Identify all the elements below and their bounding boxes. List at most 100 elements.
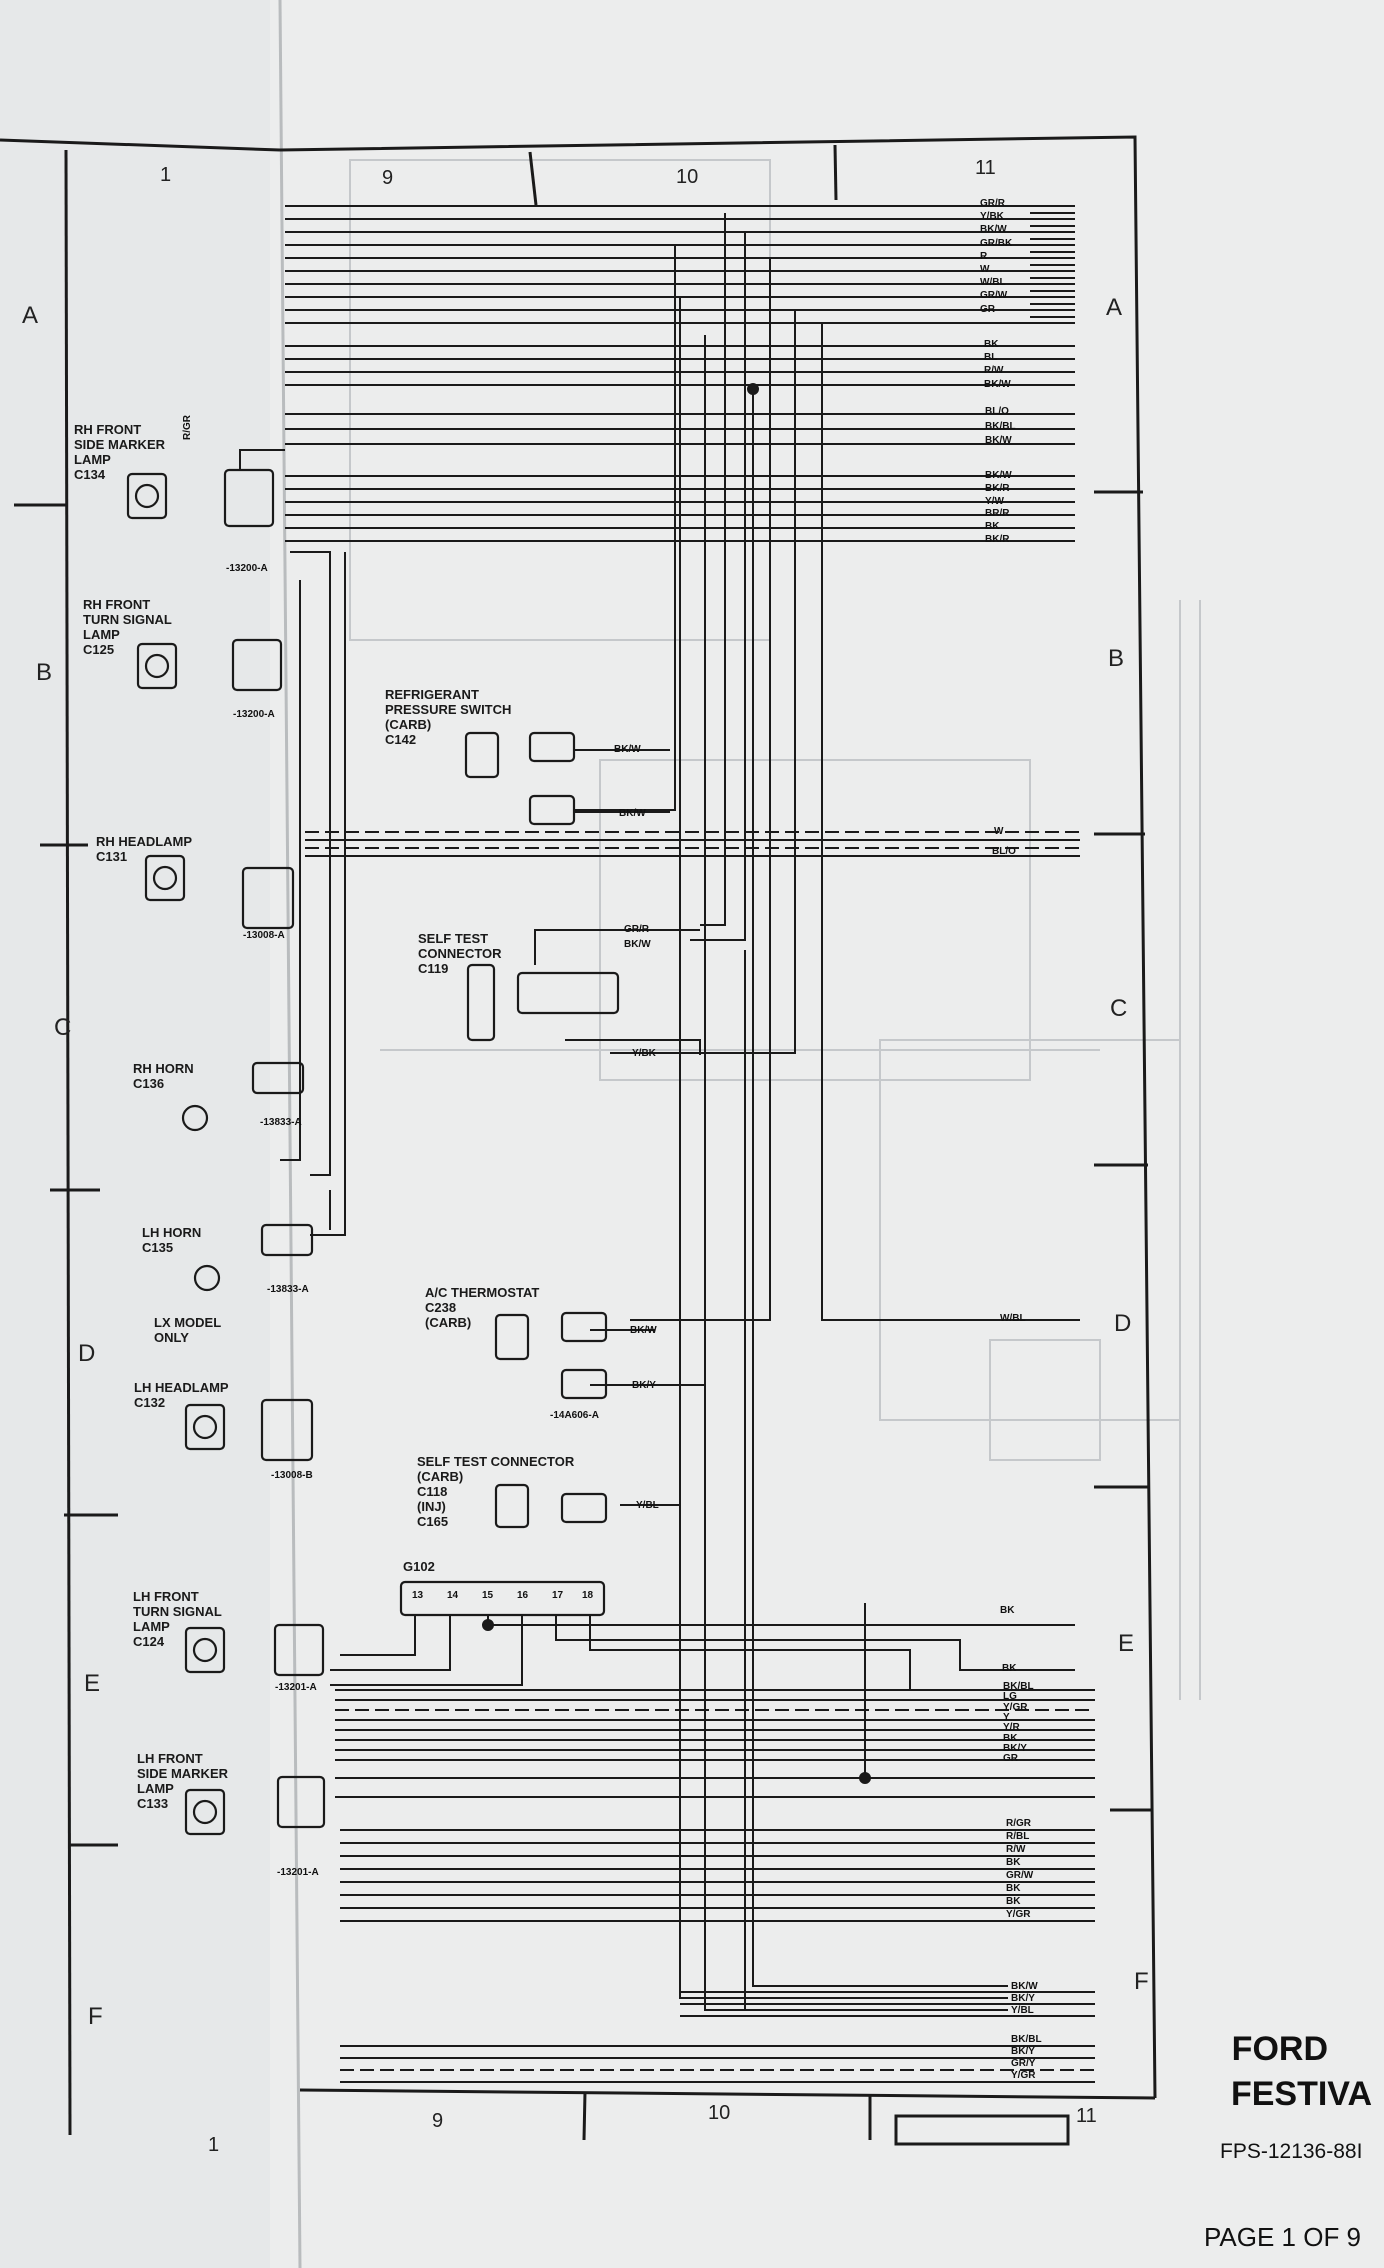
- wire-label: BK: [1003, 1732, 1018, 1744]
- wire: [590, 1384, 706, 1998]
- wire: [690, 232, 746, 941]
- wire-label: W: [980, 264, 990, 275]
- row-left-d: D: [78, 1340, 96, 1367]
- g102-pin: 13: [411, 1590, 424, 1601]
- wire-label: BL: [984, 352, 998, 364]
- col-bottom-9: 9: [432, 2110, 444, 2132]
- wire-label: Y/GR: [1006, 1909, 1031, 1920]
- lh-front-side-marker-label: LH FRONT SIDE MARKER LAMP C133: [137, 1751, 229, 1811]
- lh-headlamp-label: LH HEADLAMP C132: [134, 1380, 229, 1410]
- horn-icon: [181, 1104, 209, 1132]
- lh-horn-label: LH HORN C135: [142, 1225, 202, 1255]
- wire-label: BK/W: [1011, 1981, 1038, 1992]
- wire-label: BK/Y: [1011, 2046, 1035, 2057]
- row-right-b: B: [1108, 645, 1125, 672]
- wire-label: W/BL: [1000, 1313, 1026, 1324]
- row-left-e: E: [84, 1670, 101, 1697]
- connector-icon: [276, 1775, 326, 1829]
- wire: [330, 1615, 451, 1671]
- wire-label: BK/BL: [1003, 1681, 1034, 1692]
- wire: [630, 258, 771, 1321]
- wire-label: BK: [1006, 1896, 1021, 1907]
- part-number: -13200-A: [233, 709, 275, 720]
- rh-front-turn-signal-label: RH FRONT TURN SIGNAL LAMP C125: [83, 597, 172, 657]
- wire-label: R/GR: [182, 415, 193, 440]
- row-right-a: A: [1106, 294, 1123, 321]
- wire-label: BK/W: [619, 808, 646, 819]
- connector-icon: [241, 866, 295, 930]
- wire-label: BK/W: [624, 939, 651, 950]
- connector-icon: [260, 1398, 314, 1462]
- wire-label: BK: [984, 339, 999, 350]
- ground-block-icon: [399, 1580, 606, 1617]
- col-top-9: 9: [382, 167, 394, 189]
- part-number: -14A606-A: [550, 1410, 599, 1421]
- col-top-1: 1: [160, 164, 172, 186]
- thermostat-icon: [494, 1313, 530, 1361]
- row-right-f: F: [1134, 1968, 1149, 1995]
- part-number: -13833-A: [260, 1117, 302, 1128]
- lamp-icon: [184, 1403, 226, 1451]
- row-left-c: C: [54, 1014, 72, 1041]
- connector-icon: [260, 1223, 314, 1257]
- self-test-connector-c119-label: SELF TEST CONNECTOR C119: [418, 931, 502, 976]
- wire-label: BK/BL: [1011, 2034, 1042, 2045]
- row-right-c: C: [1110, 995, 1128, 1022]
- wire-label: BK: [1006, 1883, 1021, 1894]
- g102-pin: 16: [516, 1590, 529, 1601]
- lamp-icon: [144, 854, 186, 902]
- wire-label: Y/GR: [1003, 1701, 1028, 1713]
- wire-label: R: [980, 250, 988, 262]
- wire-label: GR/BK: [980, 237, 1013, 249]
- wire-label: BK: [1000, 1605, 1015, 1616]
- horn-icon: [193, 1264, 221, 1292]
- wire: [700, 213, 726, 926]
- component-symbols: [126, 468, 620, 1836]
- wire-label: Y/GR: [1011, 2070, 1036, 2081]
- wire-label: Y/BK: [632, 1048, 656, 1059]
- wire-label: BK/W: [980, 224, 1007, 236]
- pressure-switch-icon: [464, 731, 500, 779]
- wire: [821, 323, 1080, 1321]
- ghost-bleed-through: [349, 159, 1201, 1700]
- g102-pin: 17: [551, 1590, 564, 1601]
- part-number: -13008-B: [271, 1470, 313, 1481]
- wire-label: BK/Y: [1011, 1993, 1035, 2004]
- wire-label: LG: [1003, 1691, 1017, 1703]
- wire-label: Y: [1003, 1711, 1010, 1723]
- wire: [340, 1615, 416, 1656]
- wire-label: GR/Y: [1011, 2058, 1036, 2069]
- lh-front-turn-signal-label: LH FRONT TURN SIGNAL LAMP C124: [133, 1589, 222, 1649]
- connector-icon: [528, 794, 576, 826]
- lamp-bulb-icon: [192, 1637, 218, 1663]
- wire-label: BK: [1006, 1857, 1021, 1868]
- lamp-bulb-icon: [192, 1799, 218, 1825]
- wire: [752, 389, 1008, 1987]
- wire-label: BK/W: [984, 378, 1011, 390]
- g102-pin: 18: [581, 1590, 594, 1601]
- grid-ticks: [14, 490, 1152, 1847]
- part-number: -13200-A: [226, 563, 268, 574]
- lamp-icon: [136, 642, 178, 690]
- row-left-a: A: [22, 302, 39, 329]
- wire-label: GR: [980, 303, 995, 315]
- connector-icon: [560, 1368, 608, 1400]
- self-test-connector-c118-label: SELF TEST CONNECTOR (CARB) C118 (INJ) C1…: [417, 1454, 575, 1529]
- rh-horn-label: RH HORN C136: [133, 1061, 194, 1091]
- wire-label: W: [994, 826, 1004, 837]
- wire-label: GR/R: [624, 924, 649, 935]
- wire-label: Y/BK: [980, 211, 1004, 223]
- wire-label: BL/O: [985, 406, 1009, 417]
- wire-label: Y/W: [985, 495, 1004, 507]
- wire-label: BK/W: [630, 1325, 657, 1336]
- lamp-bulb-icon: [152, 865, 178, 891]
- wire-label: W/BL: [980, 277, 1006, 289]
- wire: [239, 449, 285, 470]
- wire-label: BK/W: [614, 744, 641, 755]
- ground-g102-label: G102: [403, 1559, 435, 1574]
- wire: [280, 580, 301, 1161]
- row-left-f: F: [88, 2003, 103, 2030]
- wire: [575, 245, 676, 811]
